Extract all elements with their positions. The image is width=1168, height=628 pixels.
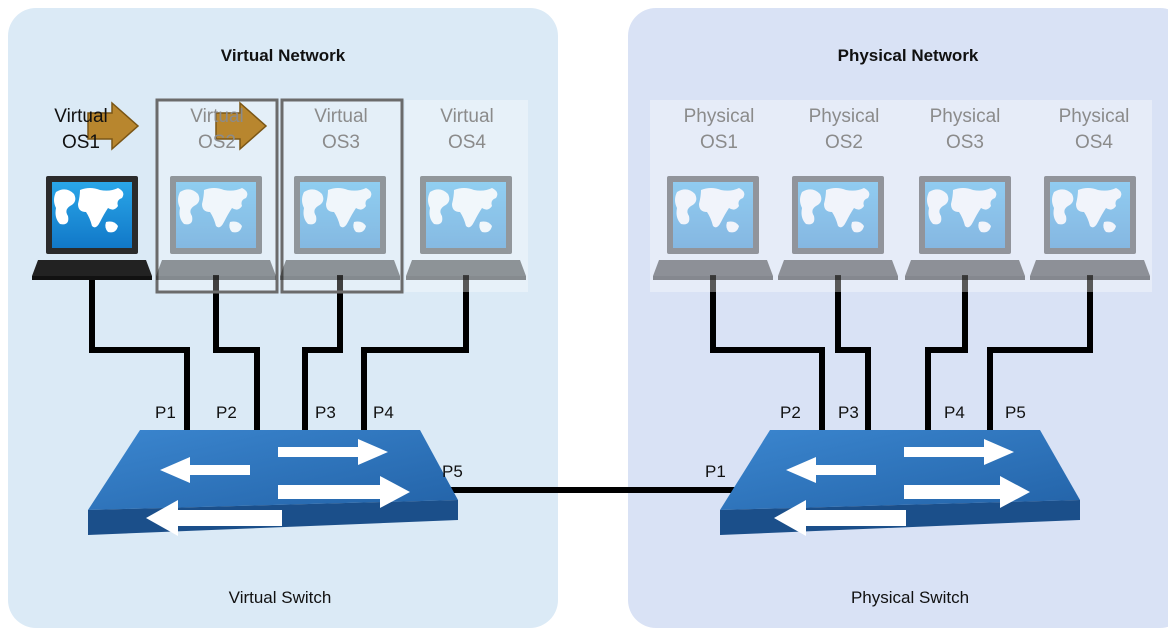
migration-arrow-icon <box>215 101 268 151</box>
physical-switch-label: Physical Switch <box>850 588 970 607</box>
physical-cables <box>710 275 1093 430</box>
virtual-port-p2: P2 <box>216 403 237 422</box>
virtual-os4-laptop-icon <box>406 176 526 280</box>
physical-port-p1: P1 <box>705 462 726 481</box>
physical-os2-laptop-icon <box>778 176 898 280</box>
virtual-switch-icon <box>88 430 458 536</box>
migration-arrow-icon <box>87 101 140 151</box>
physical-os1-laptop-icon <box>653 176 773 280</box>
physical-switch-icon <box>720 430 1080 536</box>
network-diagram <box>32 98 1152 536</box>
physical-os4-laptop-icon <box>1030 176 1150 280</box>
physical-port-p4: P4 <box>944 403 965 422</box>
virtual-port-p1: P1 <box>155 403 176 422</box>
virtual-port-p4: P4 <box>373 403 394 422</box>
virtual-switch-label: Virtual Switch <box>228 588 332 607</box>
virtual-network-title: Virtual Network <box>220 46 346 65</box>
physical-port-p5: P5 <box>1005 403 1026 422</box>
physical-port-p2: P2 <box>780 403 801 422</box>
virtual-os3-laptop-icon <box>280 176 400 280</box>
virtual-os2-laptop-icon <box>156 176 276 280</box>
physical-network-title: Physical Network <box>837 46 979 65</box>
virtual-port-p3: P3 <box>315 403 336 422</box>
virtual-port-p5: P5 <box>442 462 463 481</box>
physical-port-p3: P3 <box>838 403 859 422</box>
virtual-cables <box>89 275 469 430</box>
virtual-os1-laptop-icon <box>32 176 152 280</box>
physical-os3-laptop-icon <box>905 176 1025 280</box>
